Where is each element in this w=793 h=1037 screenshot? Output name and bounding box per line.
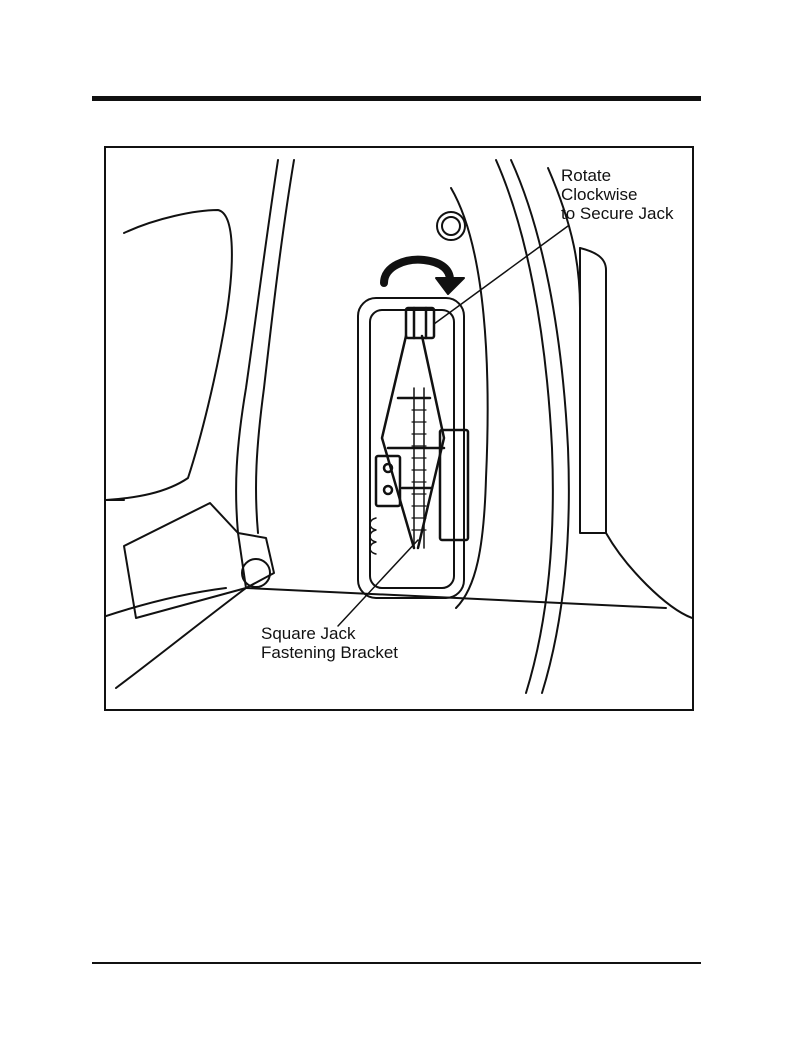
rotate-clockwise-arrow-icon — [384, 260, 464, 294]
jack-storage-illustration: Rotate Clockwise to Secure Jack Square J… — [104, 146, 694, 711]
floor-edge — [246, 588, 666, 608]
leader-bracket — [338, 540, 418, 626]
callout-line: Fastening Bracket — [261, 643, 398, 662]
callout-line: Square Jack — [261, 624, 398, 643]
callout-line: Clockwise — [561, 185, 673, 204]
callout-square-jack-bracket: Square Jack Fastening Bracket — [261, 624, 398, 662]
cargo-area-line-drawing — [106, 148, 692, 709]
side-panel-curve — [451, 188, 488, 608]
seat-back-outline — [106, 210, 232, 500]
trim-pillar-right — [580, 248, 692, 618]
header-rule — [92, 96, 701, 101]
callout-line: to Secure Jack — [561, 204, 673, 223]
footer-rule — [92, 962, 701, 964]
callout-rotate-clockwise: Rotate Clockwise to Secure Jack — [561, 166, 673, 223]
callout-line: Rotate — [561, 166, 673, 185]
